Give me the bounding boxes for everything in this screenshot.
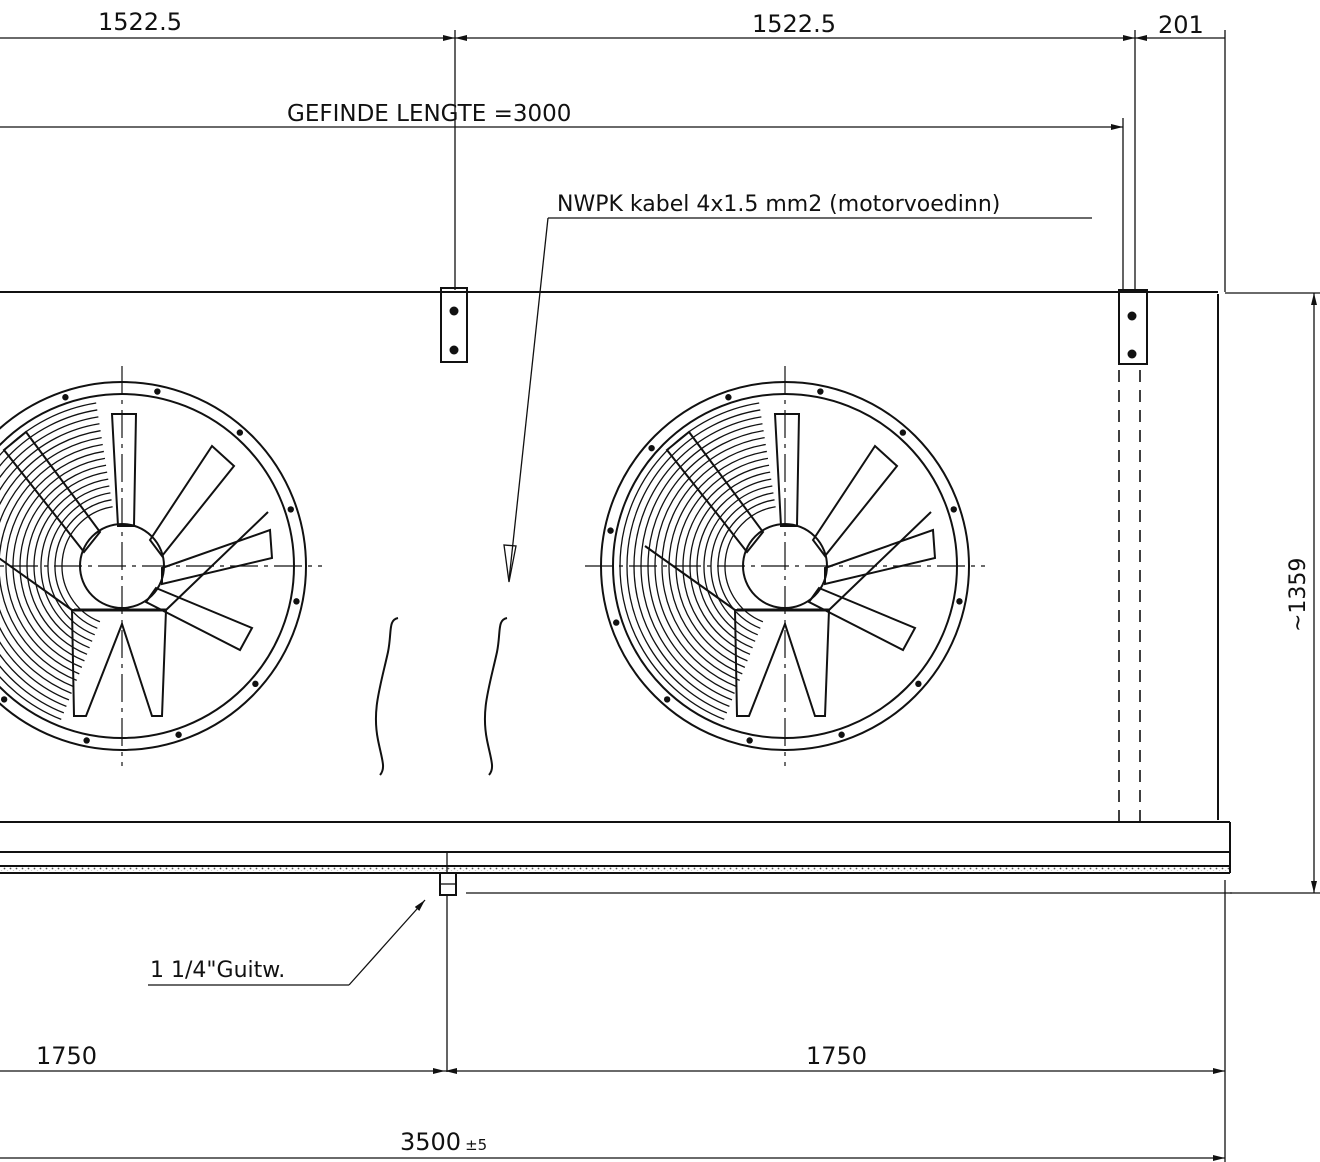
- dim-total-width: 3500±5: [400, 1128, 487, 1156]
- bottom-dimension-chain: 1750 1750 3500±5: [0, 880, 1226, 1162]
- dim-top-end: 201: [1158, 11, 1204, 39]
- break-marks: [374, 617, 508, 776]
- top-dimension-chain: 1522.5 1522.5 201: [0, 8, 1226, 292]
- drain-fitting-icon: 1 1/4"Guitw.: [148, 852, 1232, 1072]
- pipe-hidden-lines: [1118, 370, 1141, 822]
- unit-housing: [0, 291, 1231, 874]
- suspension-bracket-icon: [440, 287, 468, 363]
- finned-length-dimension: GEFINDE LENGTE =3000: [0, 101, 1124, 290]
- drain-connection-label: 1 1/4"Guitw.: [150, 958, 285, 983]
- suspension-bracket-icon: [1118, 289, 1148, 365]
- dim-height: ~1359: [1286, 558, 1311, 632]
- cable-note-label: NWPK kabel 4x1.5 mm2 (motorvoedinn): [557, 192, 1000, 217]
- dim-top-right: 1522.5: [752, 10, 836, 38]
- height-dimension: ~1359: [1225, 292, 1320, 894]
- fans: [0, 366, 985, 766]
- dim-total-tolerance: ±5: [465, 1136, 487, 1154]
- cable-note-callout: NWPK kabel 4x1.5 mm2 (motorvoedinn): [503, 192, 1092, 583]
- axial-fan-icon: [0, 366, 322, 766]
- dim-bottom-left: 1750: [36, 1042, 97, 1070]
- dim-top-left: 1522.5: [98, 8, 182, 36]
- finned-length-label: GEFINDE LENGTE =3000: [287, 101, 571, 127]
- dim-bottom-right: 1750: [806, 1042, 867, 1070]
- axial-fan-icon: [585, 366, 985, 766]
